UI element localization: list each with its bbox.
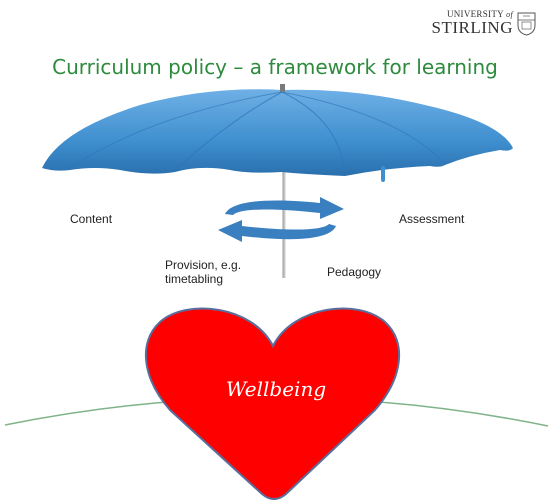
label-provision-line2: timetabling <box>165 272 224 287</box>
university-logo: UNIVERSITY of STIRLING <box>432 10 536 36</box>
heart-label-wellbeing: Wellbeing <box>225 377 327 401</box>
slide-title: Curriculum policy – a framework for lear… <box>52 55 498 79</box>
label-content: Content <box>70 212 113 226</box>
label-provision-line1: Provision, e.g. <box>165 258 242 272</box>
logo-line2: STIRLING <box>431 18 513 37</box>
logo-line1: UNIVERSITY of <box>446 9 513 19</box>
logo-text: UNIVERSITY of STIRLING <box>431 9 513 37</box>
label-pedagogy: Pedagogy <box>327 265 382 279</box>
university-crest-icon <box>517 12 536 36</box>
umbrella-icon <box>42 84 513 278</box>
label-assessment: Assessment <box>399 212 465 226</box>
label-provision: Provision, e.g. timetabling <box>165 258 241 287</box>
cycle-arrows-icon <box>218 197 344 242</box>
heart-shape <box>144 307 401 500</box>
